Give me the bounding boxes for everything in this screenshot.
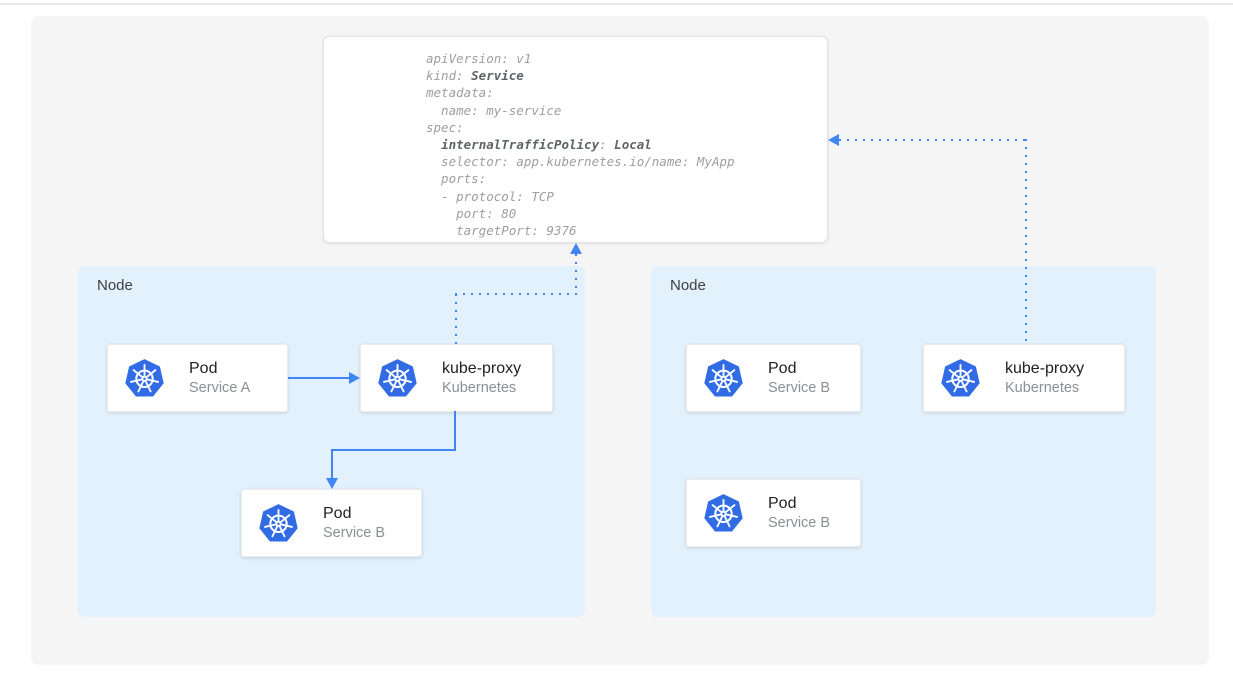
diagram-canvas: apiVersion: v1 kind: Service metadata: n…: [31, 16, 1209, 665]
service-yaml-card: apiVersion: v1 kind: Service metadata: n…: [323, 36, 828, 243]
card-subtitle: Service B: [768, 515, 831, 531]
code-segment-bold: Service: [471, 68, 524, 84]
card-title: Pod: [768, 495, 797, 512]
kubernetes-icon: [125, 359, 164, 397]
code-segment: [426, 137, 441, 152]
node-label: Node: [97, 277, 133, 294]
code-segment: :: [599, 137, 615, 153]
card-title: kube-proxy: [442, 360, 522, 377]
pod-service-b2-right-card: Pod Service B: [686, 479, 861, 547]
card-subtitle: Service B: [323, 525, 386, 541]
code-segment-bold: Local: [614, 137, 652, 153]
pod-service-a-card: Pod Service A: [107, 344, 288, 412]
yaml-code-line: - protocol: TCP: [426, 188, 554, 204]
card-title: Pod: [189, 360, 218, 377]
code-segment: kind:: [426, 68, 472, 84]
yaml-code-line: port: 80: [426, 205, 517, 221]
yaml-code-line: kind: Service: [426, 67, 827, 84]
yaml-code-line: name: my-service: [426, 102, 562, 118]
card-subtitle: Kubernetes: [1005, 380, 1080, 396]
node-label: Node: [670, 277, 706, 294]
card-title: Pod: [323, 505, 352, 522]
yaml-code-line: selector: app.kubernetes.io/name: MyApp: [426, 154, 735, 170]
kube-proxy-right-card: kube-proxy Kubernetes: [923, 344, 1125, 412]
yaml-code-line: ports:: [426, 171, 487, 187]
yaml-code-line: targetPort: 9376: [426, 223, 577, 239]
yaml-code-line: spec:: [426, 119, 464, 135]
card-subtitle: Service A: [189, 380, 251, 396]
pod-service-b-left-card: Pod Service B: [241, 489, 422, 557]
yaml-code-line: internalTrafficPolicy: Local: [426, 136, 827, 153]
kubernetes-icon: [378, 359, 417, 397]
node-right: Node: [651, 266, 1156, 617]
top-divider: [0, 3, 1233, 5]
kube-proxy-left-card: kube-proxy Kubernetes: [360, 344, 553, 412]
node-left: Node: [78, 266, 585, 617]
kubernetes-icon: [941, 359, 980, 397]
kubernetes-icon: [704, 494, 743, 532]
card-title: kube-proxy: [1005, 360, 1085, 377]
yaml-code-line: metadata:: [426, 85, 494, 101]
kubernetes-icon: [704, 359, 743, 397]
card-subtitle: Kubernetes: [442, 380, 517, 396]
card-title: Pod: [768, 360, 797, 377]
pod-service-b1-right-card: Pod Service B: [686, 344, 861, 412]
code-segment-bold: internalTrafficPolicy: [441, 137, 600, 153]
card-subtitle: Service B: [768, 380, 831, 396]
yaml-code-line: apiVersion: v1: [426, 51, 532, 66]
kubernetes-icon: [259, 504, 298, 542]
